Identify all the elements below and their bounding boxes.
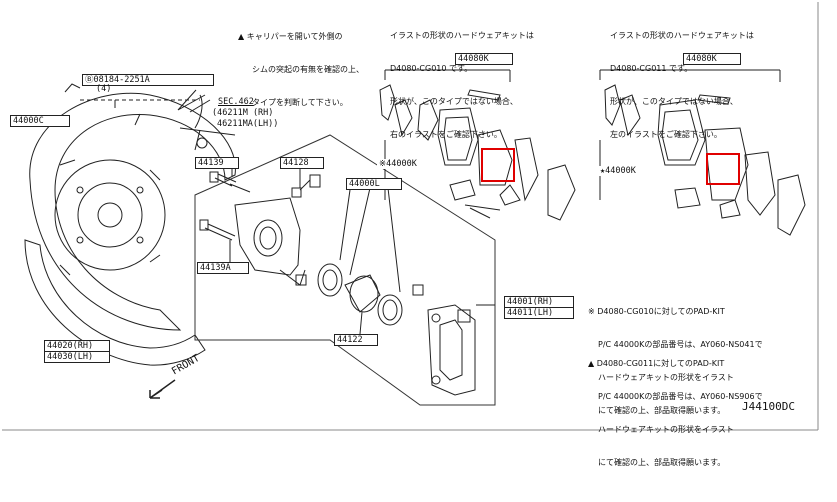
label-44139[interactable]: 44139 [195, 157, 239, 169]
piston-seals-drawing [296, 264, 423, 325]
note-line: シムの突起の有無を確認の上、 [252, 65, 364, 74]
label-44139a[interactable]: 44139A [197, 262, 249, 274]
note-line: ※ D4080-CG010に対してのPAD-KIT [588, 307, 725, 316]
label-44000k-left[interactable]: ※44000K [377, 159, 437, 169]
label-44080k-right[interactable]: 44080K [683, 53, 741, 65]
label-44122[interactable]: 44122 [334, 334, 378, 346]
note-line: 右のイラストをご確認下さい。 [390, 130, 502, 139]
note-line: D4080-CG010 です。 [390, 64, 473, 73]
label-sec-rh: (46211M (RH) [212, 108, 274, 118]
label-44000c[interactable]: 44000C [10, 115, 70, 127]
note-line: ハードウェアキットの形状をイラスト [598, 373, 734, 382]
note-line: 左のイラストをご確認下さい。 [610, 130, 722, 139]
label-44011[interactable]: 44011(LH) [504, 307, 574, 319]
note-kit-cg010: イラストの形状のハードウェアキットは D4080-CG010 です。 形状が、こ… [390, 8, 534, 151]
label-sec-lh: 46211MA(LH)) [217, 119, 279, 129]
caliper-bracket-drawing [428, 305, 475, 395]
note-line: イラストの形状のハードウェアキットは [610, 31, 754, 40]
diagram-code: J44100DC [742, 400, 795, 413]
note-line: D4080-CG011 です。 [610, 64, 693, 73]
hardware-kit-left-drawing [380, 70, 575, 220]
hardware-kit-right-drawing [600, 70, 805, 235]
label-sec-462[interactable]: SEC.462 [218, 97, 254, 107]
note-line: タイプを判断して下さい。 [252, 98, 348, 107]
guide-pins-drawing [200, 172, 320, 240]
label-44000k-right[interactable]: ★44000K [598, 166, 658, 176]
highlight-pad-right[interactable] [706, 153, 740, 185]
note-line: P/C 44000Kの部品番号は、AY060-NS041で [598, 340, 763, 349]
caliper-body-drawing [235, 198, 305, 285]
note-padkit-cg010: ※ D4080-CG010に対してのPAD-KIT P/C 44000Kの部品番… [588, 284, 763, 427]
note-line: ▲ D4080-CG011に対してのPAD-KIT [588, 359, 725, 368]
note-kit-cg011: イラストの形状のハードウェアキットは D4080-CG011 です。 形状が、こ… [610, 8, 754, 151]
note-padkit-cg011: ▲ D4080-CG011に対してのPAD-KIT P/C 44000Kの部品番… [588, 336, 763, 479]
brake-hose-drawing [65, 84, 210, 150]
note-line: にて確認の上、部品取得願います。 [598, 406, 726, 415]
note-line: 形状が、このタイプではない場合、 [610, 97, 738, 106]
note-line: P/C 44000Kの部品番号は、AY060-NS906で [598, 392, 763, 401]
note-line: ▲ キャリパーを開いて外側の [238, 32, 343, 41]
label-44000l[interactable]: 44000L [346, 178, 402, 190]
note-line: ハードウェアキットの形状をイラスト [598, 425, 734, 434]
note-line: 形状が、このタイプではない場合、 [390, 97, 518, 106]
label-44030[interactable]: 44030(LH) [44, 351, 110, 363]
label-44080k-left[interactable]: 44080K [455, 53, 513, 65]
dust-shield-drawing [25, 93, 235, 365]
note-line: イラストの形状のハードウェアキットは [390, 31, 534, 40]
label-bolt-qty: (4) [96, 84, 112, 94]
highlight-pad-left[interactable] [481, 148, 515, 182]
label-44128[interactable]: 44128 [280, 157, 324, 169]
note-line: にて確認の上、部品取得願います。 [598, 458, 726, 467]
note-caliper-check: ▲ キャリパーを開いて外側の シムの突起の有無を確認の上、 タイプを判断して下さ… [238, 9, 364, 119]
label-bolt-08184[interactable]: Ⓑ08184-2251A [82, 74, 214, 86]
